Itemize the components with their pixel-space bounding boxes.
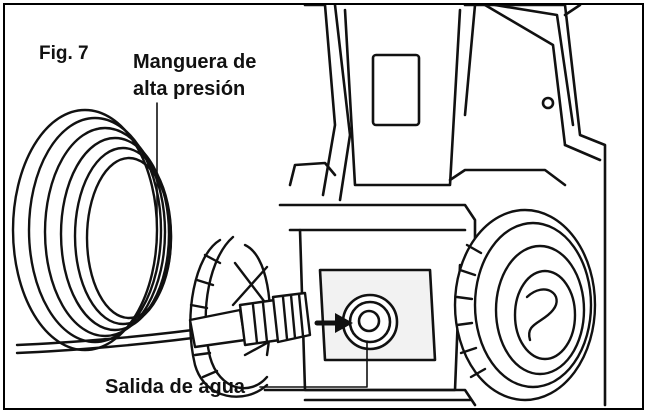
- outlet-leader-line: [259, 340, 368, 388]
- display-window: [371, 53, 421, 127]
- hose-label: Manguera de alta presión: [133, 49, 256, 103]
- figure-frame: Fig. 7 Manguera de alta presión Salida d…: [3, 3, 644, 410]
- outlet-label: Salida de agua: [105, 376, 246, 398]
- hose-label-line1: Manguera de: [133, 51, 257, 73]
- pressure-washer-illustration: [11, 5, 607, 407]
- arrow-icon: [314, 313, 353, 333]
- left-wheel: [189, 235, 272, 398]
- hose-coil: [11, 108, 173, 352]
- hose-line: [15, 325, 217, 347]
- screw-icon: [541, 96, 555, 110]
- figure-number: Fig. 7: [39, 43, 89, 64]
- hose-label-line2: alta presión: [133, 78, 246, 100]
- wand-connector: [188, 291, 312, 349]
- right-wheel: [453, 208, 597, 402]
